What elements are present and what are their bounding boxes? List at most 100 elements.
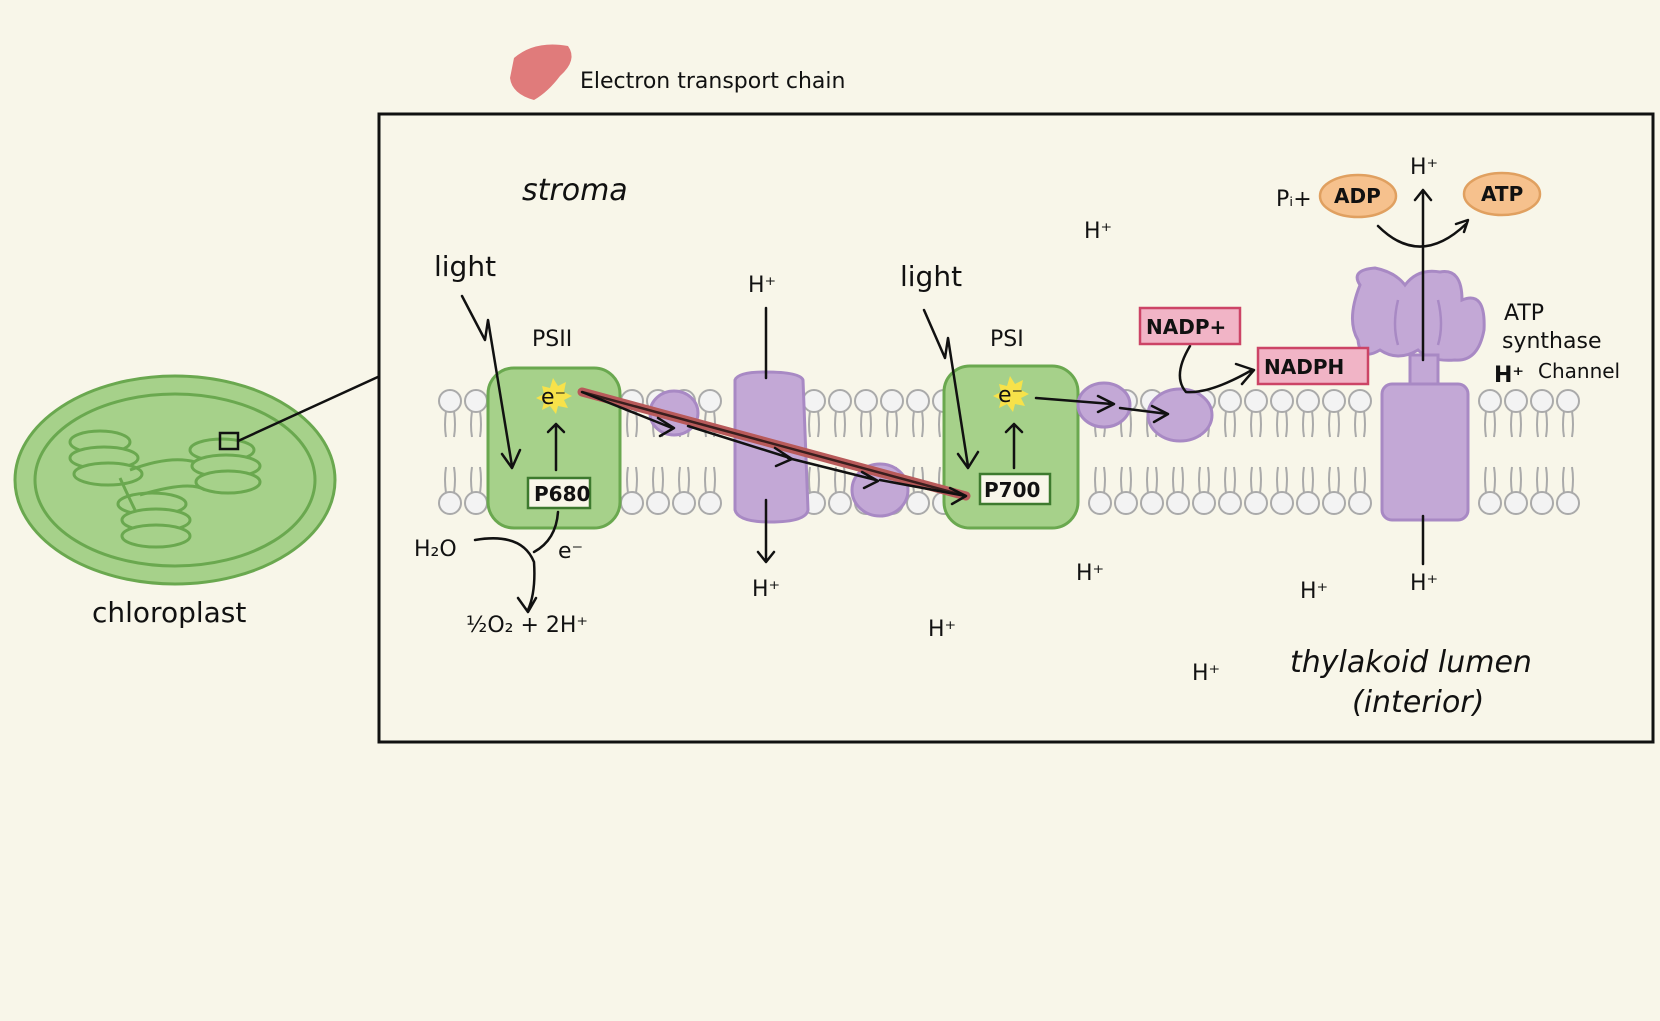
lipid-tail: [1571, 466, 1574, 494]
lipid-tail: [479, 466, 482, 494]
arrows: [460, 188, 1470, 614]
lipid-tail: [1285, 466, 1288, 494]
proton-label: H⁺: [748, 273, 776, 298]
lipid-head: [1088, 491, 1112, 515]
lipid-head: [1218, 491, 1242, 515]
lipid-head: [1556, 491, 1580, 515]
electron-star-psii: e⁻: [536, 378, 572, 414]
lipid-tail: [1562, 466, 1565, 494]
lipid-tail: [817, 466, 820, 494]
lipid-head: [802, 389, 826, 413]
lipid-tail: [1129, 466, 1132, 494]
lipid-tail: [453, 466, 456, 494]
psii-complex: P680: [486, 366, 622, 530]
lipid-tail: [626, 410, 629, 438]
lipid-tail: [1571, 410, 1574, 438]
nadph-label: NADPH: [1264, 355, 1344, 379]
lipid-tail: [886, 410, 889, 438]
lipid-tail: [652, 466, 655, 494]
lipid-tail: [1337, 410, 1340, 438]
lipid-tail: [1120, 466, 1123, 494]
chloroplast-inner: [33, 392, 317, 568]
lipid-tail: [1250, 466, 1253, 494]
lipid-head: [1322, 389, 1346, 413]
lipid-tail: [1354, 410, 1357, 438]
lipid-tail: [1224, 466, 1227, 494]
psii-label: PSII: [532, 327, 572, 352]
thylakoid-stack-right: [188, 437, 262, 495]
atp-oval: ATP: [1462, 171, 1542, 217]
legend-label: Electron transport chain: [580, 69, 845, 94]
atp-synthase-label-line2: synthase: [1502, 329, 1601, 354]
arrow-electron-from-water: [532, 510, 560, 554]
legend-swatch: [510, 44, 572, 100]
lipid-head: [1218, 389, 1242, 413]
p700-box: [978, 472, 1052, 506]
lipid-tail: [1233, 410, 1236, 438]
electron-star-psi: e⁻: [993, 376, 1029, 412]
arrow-nadp-to-nadph: [1178, 344, 1256, 394]
electron-label-psi: e⁻: [998, 383, 1023, 408]
lipid-head: [438, 389, 462, 413]
lipid-tail: [687, 466, 690, 494]
water-label: H₂O: [414, 537, 457, 562]
lipid-tail: [1510, 410, 1513, 438]
arrow-cyt-h-down: [756, 306, 776, 564]
text-labels: stroma light light PSII PSI H₂O e⁻ ½O₂ +…: [414, 173, 1620, 720]
lipid-tail: [1484, 410, 1487, 438]
lipid-tail: [1250, 410, 1253, 438]
lipid-head: [620, 491, 644, 515]
lipid-head: [1478, 389, 1502, 413]
lipid-tail: [1276, 466, 1279, 494]
chloroplast-label: chloroplast: [92, 596, 246, 629]
lipid-head: [880, 389, 904, 413]
lipid-tail: [1224, 410, 1227, 438]
proton-label: H⁺: [1084, 219, 1112, 244]
light-label-psi: light: [900, 260, 962, 293]
lipid-head: [1478, 491, 1502, 515]
thylakoid-stack-bottom: [116, 491, 192, 549]
lipid-tail: [1198, 466, 1201, 494]
lipid-head: [1244, 491, 1268, 515]
lipid-tail: [1259, 410, 1262, 438]
lipid-tail: [895, 410, 898, 438]
thylakoid-stack-left: [68, 429, 144, 487]
lipid-tail: [1536, 466, 1539, 494]
lipid-tail: [834, 410, 837, 438]
lipid-tail: [921, 410, 924, 438]
lipid-tail: [1363, 410, 1366, 438]
nadp-label: NADP+: [1146, 315, 1226, 339]
lipid-tail: [1302, 466, 1305, 494]
lipid-head: [698, 491, 722, 515]
lipid-head: [1140, 491, 1164, 515]
lumen-label-line2: (interior): [1352, 685, 1484, 720]
lipid-tail: [453, 410, 456, 438]
water-products-label: ½O₂ + 2H⁺: [466, 613, 588, 638]
lipid-tail: [1363, 466, 1366, 494]
lipid-head: [672, 491, 696, 515]
atp-synthase-fo: [1380, 382, 1470, 522]
lipid-tail: [938, 410, 941, 438]
lipid-head: [854, 389, 878, 413]
lipid-head: [1348, 491, 1372, 515]
arrow-p700-to-e: [1004, 422, 1024, 470]
adp-oval: ADP: [1318, 173, 1398, 219]
lipid-tail: [626, 466, 629, 494]
lipid-head: [1296, 491, 1320, 515]
arrow-adp-to-atp: [1376, 218, 1470, 248]
lipid-tail: [713, 466, 716, 494]
lipid-tail: [1484, 466, 1487, 494]
lipid-tail: [1562, 410, 1565, 438]
lipid-tail: [1519, 466, 1522, 494]
lipid-tail: [444, 410, 447, 438]
p680-label: P680: [534, 482, 590, 506]
lipid-head: [1192, 491, 1216, 515]
psi-complex: P700: [942, 364, 1080, 530]
lipid-tail: [1302, 410, 1305, 438]
p680-box: [526, 476, 592, 510]
fd-shape: [1076, 381, 1132, 429]
lipid-tail: [1536, 410, 1539, 438]
lipid-tail: [635, 466, 638, 494]
